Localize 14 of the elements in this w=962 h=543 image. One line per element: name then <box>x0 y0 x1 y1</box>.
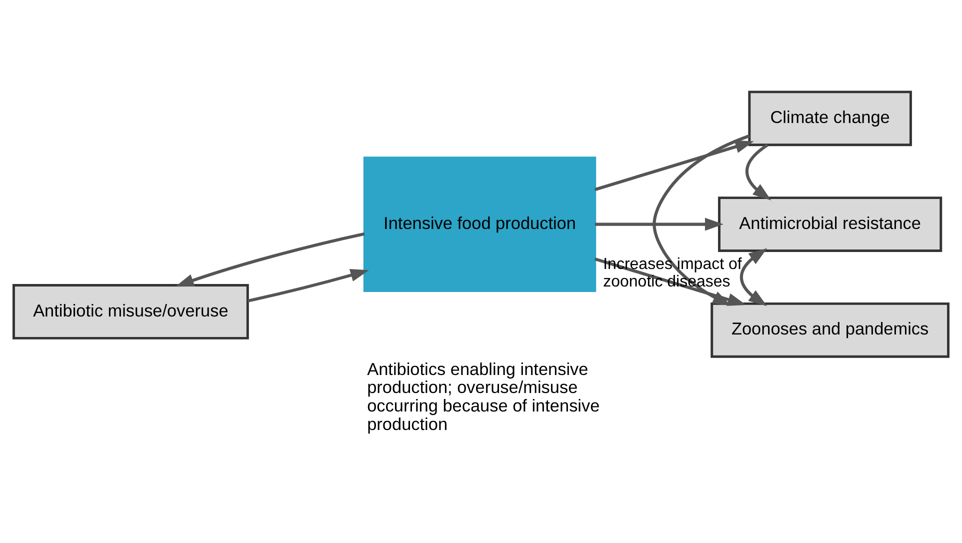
node-box: Antibiotic misuse/overuse <box>12 284 249 339</box>
node-box: Intensive food production <box>363 156 596 292</box>
node-box: Zoonoses and pandemics <box>710 302 950 358</box>
arrow <box>740 248 768 306</box>
arrow <box>652 134 750 306</box>
arrow <box>594 256 746 306</box>
arrow <box>175 232 365 286</box>
arrow <box>594 140 754 191</box>
node-box: Antimicrobial resistance <box>718 196 942 252</box>
arrow <box>594 217 724 230</box>
node-box: Climate change <box>748 90 912 146</box>
arrow <box>745 143 772 200</box>
label: Antibiotics enabling intensive production; overuse/misuse occurring because of intensive production <box>367 358 600 434</box>
arrow <box>248 268 369 302</box>
